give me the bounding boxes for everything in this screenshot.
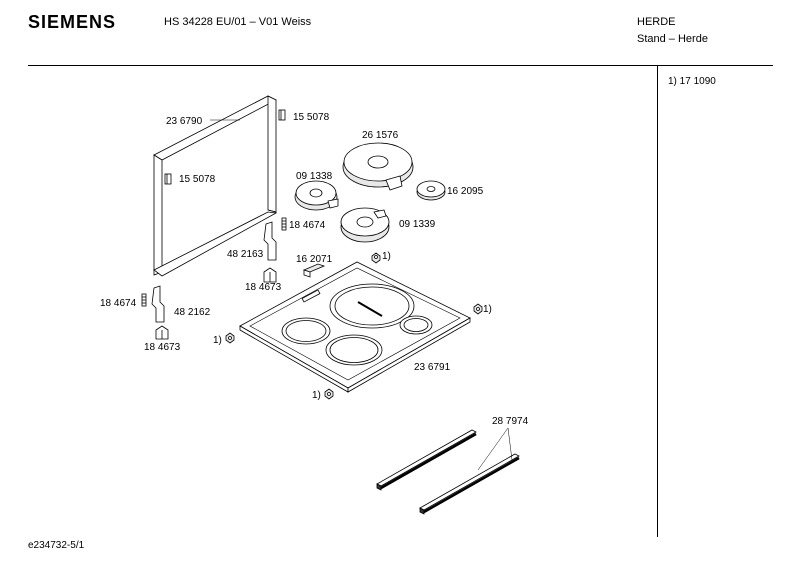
clip-frame-part[interactable] [164, 173, 172, 185]
label-hinge-right: 48 2163 [227, 249, 264, 260]
label-cap-right: 18 4673 [245, 282, 282, 293]
label-nut-left: 1) [213, 335, 222, 346]
clip-cooktop-part[interactable] [302, 263, 326, 278]
nut-left-part[interactable] [225, 332, 235, 344]
hinge-right-part[interactable] [263, 221, 277, 261]
trim-strip-part[interactable] [376, 429, 520, 515]
hinge-left-part[interactable] [151, 285, 165, 323]
hotplate-large-part[interactable] [342, 142, 414, 191]
label-spring-right: 18 4674 [289, 220, 326, 231]
brand-logo: SIEMENS [28, 12, 117, 32]
spring-left-part[interactable] [141, 293, 147, 307]
nut-top-part[interactable] [371, 252, 381, 264]
label-hotplate-small-right: 16 2095 [447, 186, 484, 197]
label-nut-bottom: 1) [312, 390, 321, 401]
model-designation: HS 34228 EU/01 – V01 Weiss [164, 16, 312, 28]
label-hotplate-small-left: 09 1338 [296, 171, 333, 182]
label-frame: 23 6790 [166, 116, 203, 127]
frame-part[interactable] [153, 95, 278, 277]
leader-trim [477, 427, 513, 471]
label-clip-frame: 15 5078 [179, 174, 216, 185]
label-hinge-left: 48 2162 [174, 307, 211, 318]
label-cooktop: 23 6791 [414, 362, 451, 373]
label-cap-left: 18 4673 [144, 342, 181, 353]
nut-bottom-part[interactable] [324, 388, 334, 400]
subcategory-label: Stand – Herde [637, 33, 708, 45]
cap-left-part[interactable] [155, 325, 169, 340]
label-hotplate-mid: 09 1339 [399, 219, 436, 230]
label-nut-top: 1) [382, 251, 391, 262]
label-hotplate-large: 26 1576 [362, 130, 399, 141]
nut-right-part[interactable] [473, 303, 483, 315]
label-spring-left: 18 4674 [100, 298, 137, 309]
cap-right-part[interactable] [263, 267, 277, 283]
hotplate-mid-part[interactable] [340, 207, 390, 243]
header-rule [28, 65, 773, 66]
label-clip-cooktop: 16 2071 [296, 254, 333, 265]
side-column-rule [657, 65, 658, 537]
side-note: 1) 17 1090 [668, 76, 716, 87]
hotplate-small-right-part[interactable] [416, 180, 446, 201]
label-nut-right: 1) [483, 304, 492, 315]
category-label: HERDE [637, 16, 676, 28]
clip-top-part[interactable] [278, 109, 286, 121]
spring-right-part[interactable] [281, 217, 287, 231]
label-trim-strip: 28 7974 [492, 416, 529, 427]
label-clip-top: 15 5078 [293, 112, 330, 123]
cooktop-part[interactable] [239, 261, 471, 393]
hotplate-small-left-part[interactable] [294, 180, 339, 211]
drawing-number: e234732-5/1 [28, 540, 85, 551]
